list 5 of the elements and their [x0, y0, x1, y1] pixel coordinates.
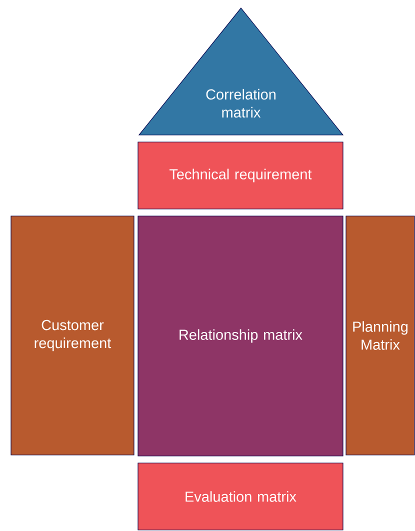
header-band: Technical requirement	[138, 142, 344, 210]
matrix-box: Relationship matrix	[138, 216, 344, 456]
footer-band: Evaluation matrix	[138, 462, 344, 530]
side-column: Planning Matrix	[346, 216, 415, 456]
side-column: Customer requirement	[10, 216, 134, 456]
